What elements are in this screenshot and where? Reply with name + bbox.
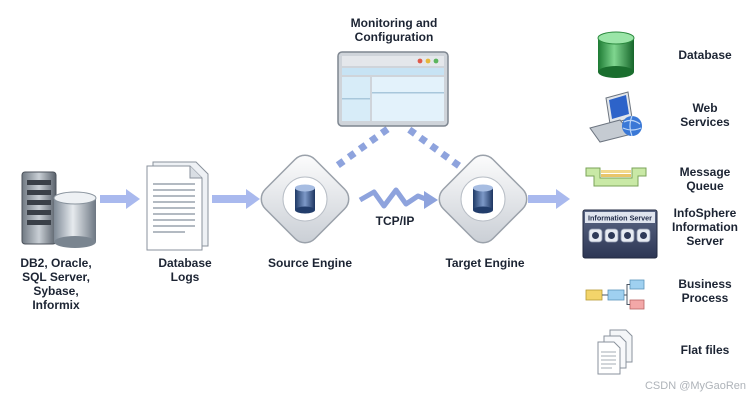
watermark: CSDN @MyGaoRen [644, 380, 746, 392]
tcpip-label: TCP/IP [375, 214, 415, 228]
target-label-information-server: InfoSphere Information Server [672, 206, 738, 248]
flow-arrow-logs-to-source-engine [212, 189, 260, 209]
monitoring-dotted-link-right [407, 126, 461, 169]
source-engine-icon [260, 154, 350, 244]
target-label-flat-files: Flat files [680, 343, 730, 357]
database-logs-label: Database Logs [158, 256, 212, 284]
target-engine-label: Target Engine [445, 256, 525, 270]
target-web-services-icon [589, 91, 642, 143]
target-business-process-icon [585, 279, 645, 310]
source-engine-label: Source Engine [267, 256, 353, 270]
target-engine-icon [438, 154, 528, 244]
target-label-database: Database [678, 48, 732, 62]
target-information-server-icon: Information Server [582, 209, 658, 259]
target-database-icon [597, 31, 635, 78]
monitoring-label: Monitoring and Configuration [350, 16, 438, 44]
info-server-panel-title: Information Server [588, 214, 652, 223]
flow-arrow-target-engine-to-targets [528, 189, 570, 209]
target-message-queue-icon [585, 167, 647, 187]
flow-arrow-sources-to-logs [100, 189, 140, 209]
tcpip-link-icon [358, 187, 429, 209]
tcpip-arrowhead [424, 191, 438, 209]
sources-label: DB2, Oracle, SQL Server, Sybase, Informi… [20, 256, 92, 312]
target-flat-files-icon [597, 329, 633, 375]
target-label-message-queue: Message Queue [679, 165, 731, 193]
monitoring-window-icon [337, 51, 449, 127]
monitoring-dotted-link-left [335, 126, 390, 168]
target-label-web-services: Web Services [680, 101, 730, 129]
database-logs-icon [146, 161, 209, 251]
target-label-business-process: Business Process [678, 277, 732, 305]
source-databases-icon [21, 171, 97, 248]
